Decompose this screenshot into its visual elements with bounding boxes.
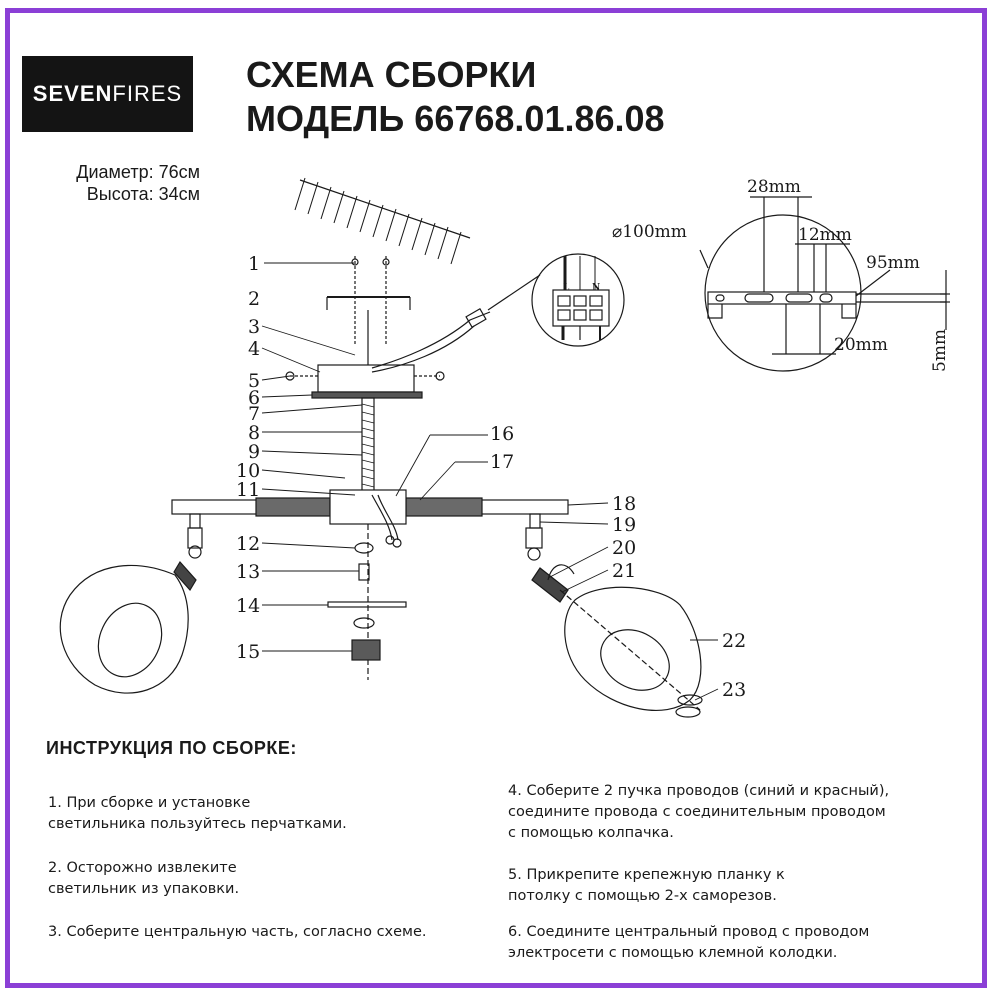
ceiling-screws <box>351 256 390 345</box>
callout-19: 19 <box>612 514 636 536</box>
left-lamp <box>59 513 203 694</box>
canopy-plate <box>311 391 423 399</box>
height-text: Высота: 34см <box>86 184 200 204</box>
callout-6: 6 <box>248 387 260 409</box>
instruction-step-5: 5. Прикрепите крепежную планку к потолку… <box>508 867 785 904</box>
finial-cap <box>351 639 381 661</box>
bracket-dimensions: ⌀100mm 28mm 12mm 95mm 20mm 5mm <box>612 177 950 372</box>
brand-logo-light: FIRES <box>112 81 183 106</box>
callout-8: 8 <box>248 422 260 444</box>
page-title: СХЕМА СБОРКИ МОДЕЛЬ 66768.01.86.08 <box>246 53 665 141</box>
terminal-block-detail <box>531 253 625 347</box>
finial-screw <box>358 563 370 581</box>
callout-18: 18 <box>612 493 636 515</box>
brand-logo-bold: SEVEN <box>32 81 113 106</box>
instruction-step-6: 6. Соедините центральный провод с провод… <box>508 924 870 961</box>
canopy <box>317 364 415 393</box>
threaded-rod <box>361 397 375 494</box>
dim-5: 5mm <box>930 329 950 372</box>
callout-7: 7 <box>248 403 260 425</box>
dim-95: 95mm <box>866 253 920 273</box>
callout-9: 9 <box>248 441 260 463</box>
callout-2: 2 <box>248 288 260 310</box>
central-hub <box>329 489 407 525</box>
callout-leaders <box>261 262 719 701</box>
callout-numbers: 1 2 3 4 5 6 7 8 9 10 11 12 13 14 15 16 1… <box>236 253 746 701</box>
page-border <box>5 8 987 988</box>
callout-21: 21 <box>612 560 636 582</box>
decor-disc <box>327 601 407 608</box>
title-line-1: СХЕМА СБОРКИ <box>246 54 537 95</box>
finial-nut <box>354 542 374 554</box>
callout-20: 20 <box>612 537 636 559</box>
terminal-label-l: L <box>563 283 570 293</box>
right-lamp <box>525 513 703 718</box>
arm-sleeve-left <box>255 497 331 517</box>
callout-12: 12 <box>236 533 260 555</box>
callout-13: 13 <box>236 561 260 583</box>
terminal-label-n: N <box>592 283 600 293</box>
callout-3: 3 <box>248 316 260 338</box>
product-dimensions: Диаметр: 76см Высота: 34см <box>40 161 200 205</box>
callout-17: 17 <box>490 451 514 473</box>
title-line-2: МОДЕЛЬ 66768.01.86.08 <box>246 98 665 139</box>
dim-20: 20mm <box>834 335 888 355</box>
instruction-step-4: 4. Соберите 2 пучка проводов (синий и кр… <box>508 783 890 841</box>
callout-15: 15 <box>236 641 260 663</box>
diameter-text: Диаметр: 76см <box>76 162 200 182</box>
instructions-title: ИНСТРУКЦИЯ ПО СБОРКЕ: <box>46 738 297 758</box>
instruction-step-2: 2. Осторожно извлеките светильник из упа… <box>48 860 240 897</box>
callout-23: 23 <box>722 679 746 701</box>
instruction-step-3: 3. Соберите центральную часть, согласно … <box>48 924 427 940</box>
dim-28: 28mm <box>747 177 801 197</box>
left-shade <box>59 564 189 694</box>
dim-12: 12mm <box>798 225 852 245</box>
right-shade <box>564 586 702 711</box>
ceiling-hatch <box>294 177 471 265</box>
callout-11: 11 <box>236 479 260 501</box>
callout-16: 16 <box>490 423 514 445</box>
instruction-step-1: 1. При сборке и установке светильника по… <box>48 795 347 832</box>
dim-diameter: ⌀100mm <box>612 222 687 242</box>
callout-22: 22 <box>722 630 746 652</box>
bracket-detail <box>699 196 950 372</box>
callout-5: 5 <box>248 370 260 392</box>
callout-10: 10 <box>236 460 260 482</box>
arm-sleeve-right <box>405 497 483 517</box>
callout-1: 1 <box>248 253 260 275</box>
callout-4: 4 <box>248 338 260 360</box>
mounting-plate <box>326 296 411 310</box>
callout-14: 14 <box>236 595 260 617</box>
